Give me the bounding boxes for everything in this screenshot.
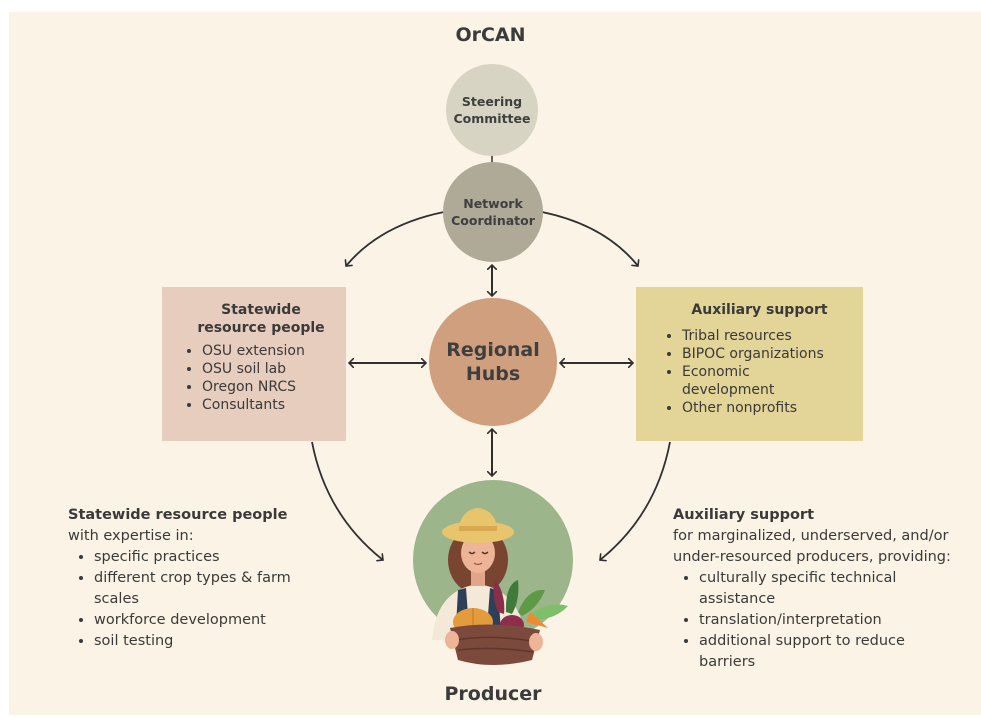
hand-shape: [445, 631, 459, 649]
basket-icon: [450, 624, 540, 665]
list-item: soil testing: [94, 631, 304, 652]
list-item: Other nonprofits: [682, 399, 832, 417]
statewide-producer-arrow: [311, 441, 383, 560]
leaf-icon: [528, 604, 568, 620]
eye-icon: [468, 551, 476, 555]
steering-line-2: Committee: [453, 111, 531, 126]
aux-box-title: Auxiliary support: [691, 302, 828, 318]
left-note-heading: Statewide resource people: [68, 507, 288, 523]
list-item: specific practices: [94, 547, 304, 568]
list-item: Economic development: [682, 363, 832, 399]
list-item: BIPOC organizations: [682, 345, 832, 363]
list-item: Oregon NRCS: [202, 378, 336, 396]
aux-box-list: Tribal resources BIPOC organizations Eco…: [666, 327, 832, 417]
aux-producer-arrow: [600, 441, 671, 560]
auxiliary-support-note: Auxiliary support for marginalized, unde…: [673, 505, 963, 673]
smile-icon: [473, 562, 483, 566]
diagram-title: OrCAN: [455, 24, 526, 46]
list-item: culturally specific technical assistance: [699, 568, 949, 610]
eye-icon: [481, 551, 489, 555]
statewide-title-line-2: resource people: [197, 320, 325, 336]
coordinator-line-2: Coordinator: [451, 213, 535, 228]
list-item: OSU soil lab: [202, 360, 336, 378]
list-item: different crop types & farm scales: [94, 568, 304, 610]
hat-band: [459, 526, 497, 531]
list-item: workforce development: [94, 610, 304, 631]
steering-line-1: Steering: [461, 94, 523, 109]
statewide-title-line-1: Statewide: [221, 302, 301, 318]
coordinator-statewide-arrow: [346, 211, 445, 266]
leaf-icon: [505, 580, 519, 614]
basket-weave: [455, 636, 537, 643]
statewide-box-title: Statewide resource people: [186, 301, 336, 337]
right-note-list: culturally specific technical assistance…: [673, 568, 949, 673]
auxiliary-support-box: Auxiliary support Tribal resources BIPOC…: [636, 287, 863, 441]
face-shape: [461, 533, 495, 573]
statewide-resource-box: Statewide resource people OSU extension O…: [162, 287, 346, 441]
hand-shape: [529, 633, 543, 651]
hubs-line-2: Hubs: [465, 363, 521, 385]
right-note-heading: Auxiliary support: [673, 507, 814, 523]
list-item: translation/interpretation: [699, 610, 949, 631]
basket-weave: [457, 647, 534, 653]
leaf-icon: [493, 580, 505, 614]
coordinator-line-1: Network: [463, 196, 523, 211]
hubs-line-1: Regional: [446, 339, 540, 361]
coordinator-aux-arrow: [541, 211, 638, 266]
statewide-expertise-note: Statewide resource people with expertise…: [68, 505, 318, 652]
statewide-box-list: OSU extension OSU soil lab Oregon NRCS C…: [186, 342, 336, 414]
list-item: additional support to reduce barriers: [699, 631, 949, 673]
leaf-icon: [518, 589, 545, 616]
list-item: Consultants: [202, 396, 336, 414]
producer-label: Producer: [444, 683, 542, 705]
right-note-intro: for marginalized, underserved, and/or un…: [673, 528, 951, 565]
left-note-intro: with expertise in:: [68, 528, 194, 544]
left-note-list: specific practices different crop types …: [68, 547, 304, 652]
list-item: OSU extension: [202, 342, 336, 360]
carrot-icon: [526, 612, 548, 628]
list-item: Tribal resources: [682, 327, 832, 345]
